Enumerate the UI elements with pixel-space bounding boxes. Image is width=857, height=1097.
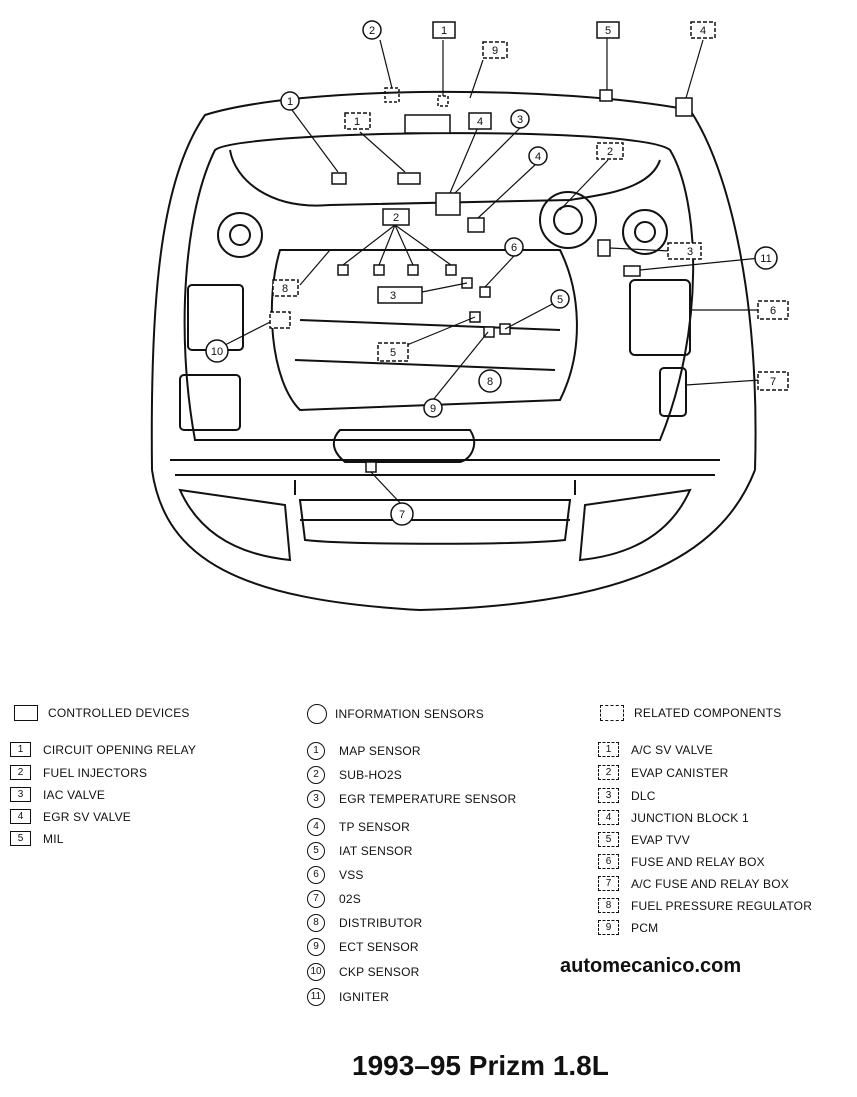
callout-ckp-10: 10 [211, 346, 223, 358]
callout-mil-5: 5 [605, 25, 611, 37]
legend-related-header: RELATED COMPONENTS [600, 705, 781, 721]
callout-map-1: 1 [287, 96, 293, 108]
right-strut-tower [622, 209, 668, 255]
callout-fuse-6: 6 [770, 305, 776, 317]
circle-icon [307, 704, 327, 724]
engine-compartment [183, 132, 695, 441]
solid-box-icon [14, 705, 38, 721]
callout-subho2s-2: 2 [369, 25, 375, 37]
callout-o2s-7: 7 [399, 509, 405, 521]
legend-sensors-header: INFORMATION SENSORS [307, 704, 484, 724]
engine-block [270, 249, 578, 412]
callout-distributor-8: 8 [487, 376, 493, 388]
hood-outline [151, 469, 756, 612]
right-headlight [578, 488, 692, 562]
callout-egrtemp-3: 3 [517, 114, 523, 126]
callout-egrsv-4: 4 [477, 116, 483, 128]
left-strut-tower [217, 212, 263, 258]
callout-fpr-8: 8 [282, 283, 288, 295]
callout-tp-4: 4 [535, 151, 541, 163]
fuse-relay-box [629, 279, 691, 356]
callout-acfuse-7: 7 [770, 376, 776, 388]
left-headlight [178, 488, 292, 562]
radiator-support [170, 459, 720, 495]
dashed-box-icon [600, 705, 624, 721]
engine-bay-diagram: 1 5 4 9 2 1 1 4 3 4 2 2 6 3 11 8 3 5 5 6… [150, 20, 789, 612]
website-watermark: automecanico.com [560, 955, 742, 977]
callout-iac-3: 3 [390, 290, 396, 302]
callout-relay-1: 1 [441, 25, 447, 37]
callout-dlc-3: 3 [687, 246, 693, 258]
page-title: 1993–95 Prizm 1.8L [352, 1050, 609, 1081]
callout-vss-6: 6 [511, 242, 517, 254]
car-body-outline [150, 90, 757, 471]
callout-injectors-2: 2 [393, 212, 399, 224]
ac-fuse-relay-box [659, 367, 687, 417]
callout-evap-2: 2 [607, 146, 613, 158]
callout-acsv-1: 1 [354, 116, 360, 128]
callout-junction-4: 4 [700, 25, 706, 37]
legend-controlled-header: CONTROLLED DEVICES [14, 705, 190, 721]
callout-iat-5: 5 [557, 294, 563, 306]
grille [298, 499, 572, 545]
callout-ect-9: 9 [430, 403, 436, 415]
callout-igniter-11: 11 [760, 253, 771, 265]
callout-evtvv-5: 5 [390, 347, 396, 359]
callout-pcm-9: 9 [492, 45, 498, 57]
